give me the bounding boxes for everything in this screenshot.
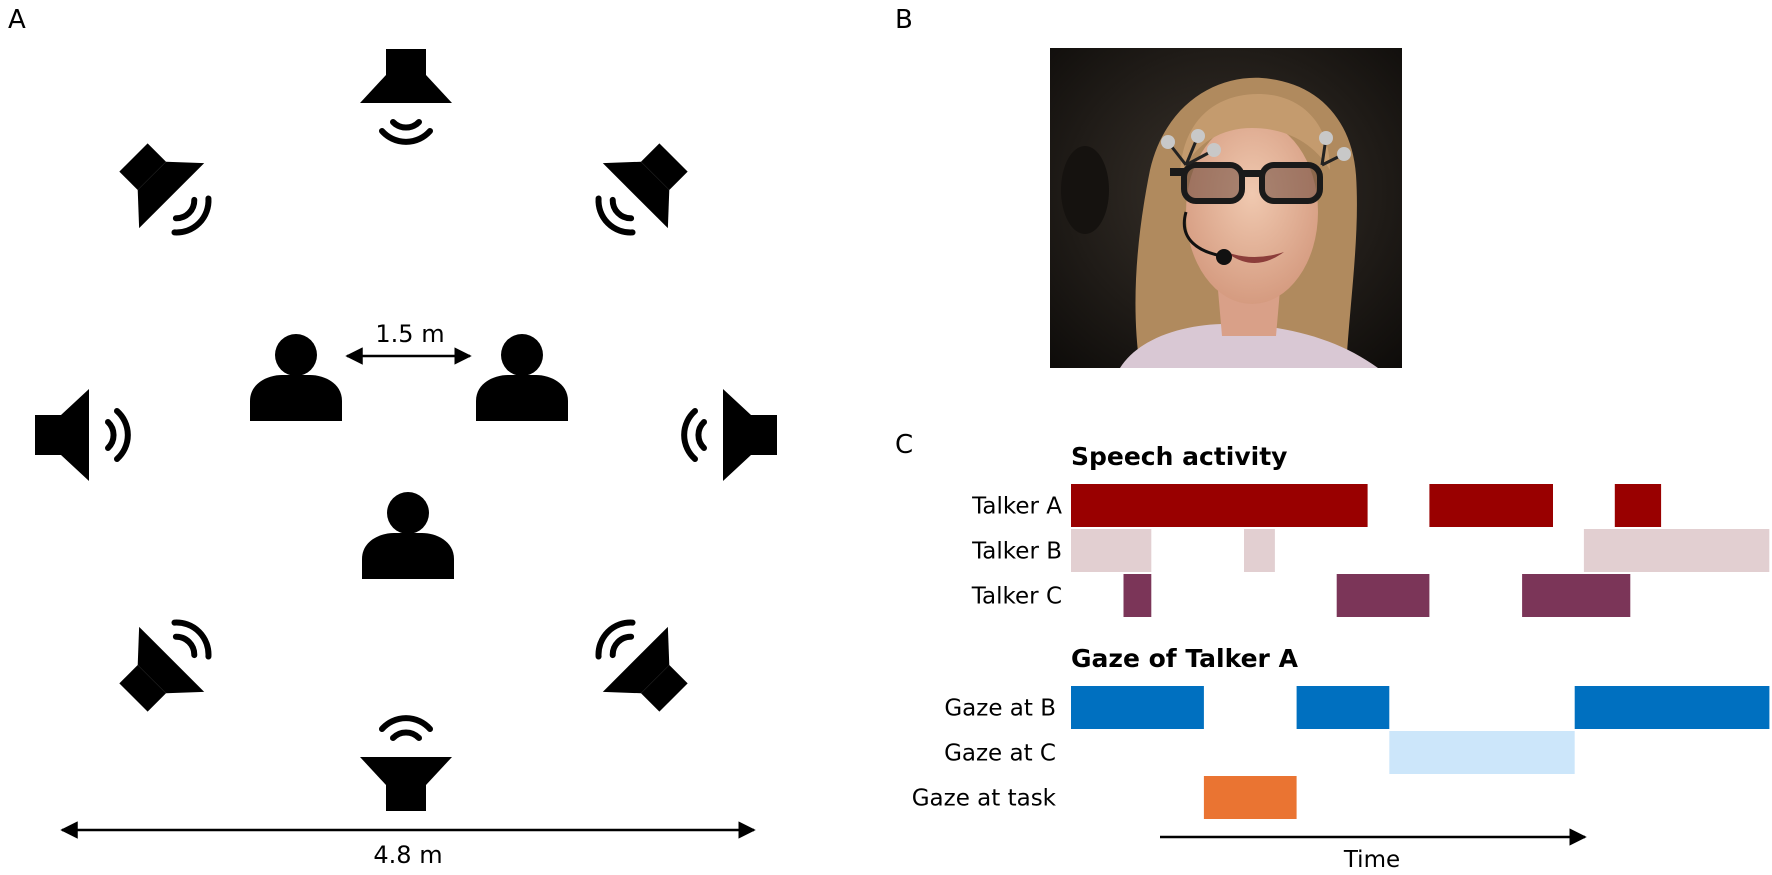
- activity-segment-gaze-b: [1071, 686, 1204, 729]
- room-layout: 1.5 m 4.8 m: [35, 49, 777, 869]
- activity-segment-talker-c: [1522, 574, 1631, 617]
- activity-segment-gaze-b: [1296, 686, 1390, 729]
- activity-segment-talker-b: [1071, 529, 1152, 572]
- row-label-talker-c: Talker C: [971, 584, 1062, 610]
- activity-segment-gaze-b: [1574, 686, 1770, 729]
- panel-letter-c: C: [895, 430, 913, 460]
- panel-letter-a: A: [8, 5, 26, 35]
- loudspeaker-icon: [360, 718, 452, 811]
- person-icon: [250, 334, 342, 421]
- activity-segment-talker-a: [1071, 484, 1368, 527]
- activity-segment-talker-c: [1123, 574, 1152, 617]
- gaze-title: Gaze of Talker A: [1071, 644, 1299, 673]
- activity-segment-talker-a: [1429, 484, 1553, 527]
- loudspeaker-icon: [575, 125, 706, 256]
- activity-segment-talker-b: [1244, 529, 1275, 572]
- loudspeaker-icon: [35, 389, 128, 481]
- loudspeaker-icon: [101, 125, 232, 256]
- room-width-label: 4.8 m: [373, 841, 442, 869]
- activity-segment-talker-c: [1336, 574, 1430, 617]
- person-icon: [476, 334, 568, 421]
- participant-photo: [1050, 48, 1402, 368]
- person-icon: [362, 492, 454, 579]
- row-label-gaze-task: Gaze at task: [912, 786, 1057, 812]
- timeline: Speech activity Gaze of Talker A Talker …: [912, 442, 1770, 873]
- loudspeaker-icon: [684, 389, 777, 481]
- activity-segment-talker-b: [1583, 529, 1770, 572]
- row-label-talker-a: Talker A: [971, 494, 1062, 520]
- talker-distance-label: 1.5 m: [375, 320, 444, 348]
- time-label: Time: [1343, 847, 1400, 873]
- activity-segment-talker-a: [1614, 484, 1662, 527]
- activity-segment-gaze-c: [1389, 731, 1575, 774]
- loudspeaker-icon: [360, 49, 452, 142]
- activity-segment-gaze-task: [1203, 776, 1297, 819]
- speech-activity-title: Speech activity: [1071, 442, 1287, 471]
- panel-letter-b: B: [895, 5, 913, 35]
- row-label-talker-b: Talker B: [971, 539, 1062, 565]
- loudspeaker-icon: [575, 599, 706, 730]
- row-label-gaze-c: Gaze at C: [944, 741, 1056, 767]
- row-label-gaze-b: Gaze at B: [944, 696, 1056, 722]
- timeline-rows: Talker A Talker B Talker C Gaze at B Gaze at…: [912, 484, 1770, 819]
- loudspeaker-icon: [101, 599, 232, 730]
